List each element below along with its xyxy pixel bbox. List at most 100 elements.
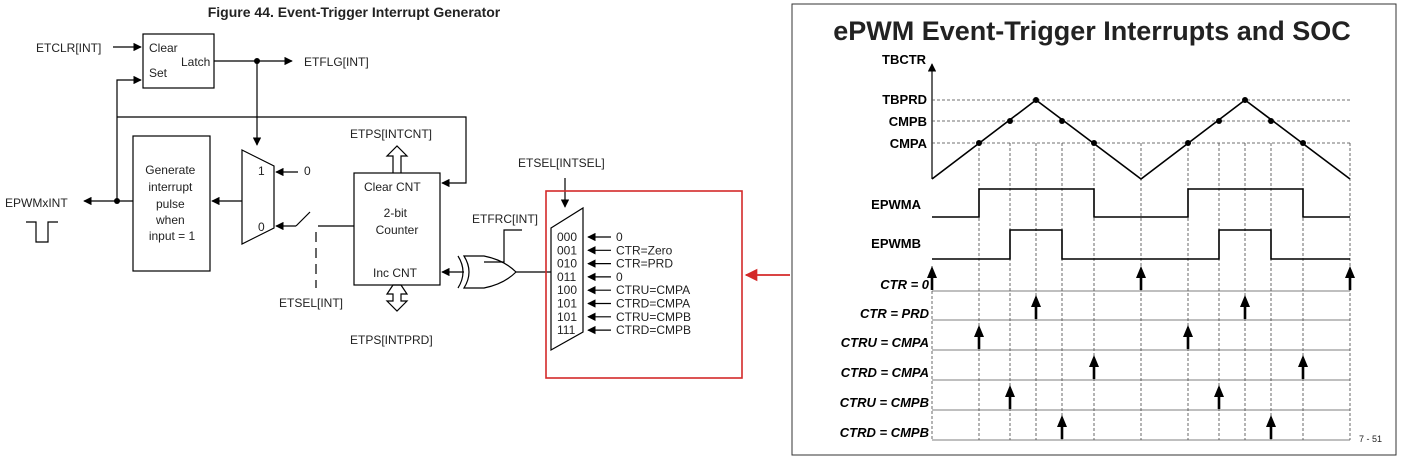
- tbctr-triangle-wave: [931, 98, 1351, 181]
- compare-dot: [1059, 118, 1065, 124]
- event-arrow-head: [927, 266, 937, 278]
- event-arrow-head: [1005, 385, 1015, 397]
- or-gate: [462, 255, 517, 289]
- event-arrow-head: [1298, 355, 1308, 367]
- etsel-intsel-label: ETSEL[INTSEL]: [518, 156, 605, 170]
- event-arrow-head: [1345, 266, 1355, 278]
- epwma-waveform: [932, 188, 1350, 218]
- compare-dot: [1091, 140, 1097, 146]
- mux-code-label: 001: [557, 243, 577, 257]
- event-arrow-head: [974, 325, 984, 337]
- generate-line-3: pulse: [156, 197, 185, 211]
- event-arrow-head: [1057, 415, 1067, 427]
- level-label-tbprd: TBPRD: [882, 92, 927, 107]
- mux1-zero-label: 0: [258, 220, 265, 234]
- event-label-ctr-prd: CTR = PRD: [860, 306, 930, 321]
- compare-dot: [976, 140, 982, 146]
- etps-intprd-label: ETPS[INTPRD]: [350, 333, 433, 347]
- compare-dot: [1007, 118, 1013, 124]
- event-arrow-head: [1136, 266, 1146, 278]
- mux-input-label: CTRU=CMPB: [616, 310, 691, 324]
- counter-block: [353, 172, 441, 286]
- mux-input-label: CTRD=CMPA: [616, 297, 690, 311]
- counter-line-2: Counter: [376, 223, 419, 237]
- tbctr-label: TBCTR: [882, 52, 927, 67]
- compare-dot: [1216, 118, 1222, 124]
- mux-input-label: 0: [616, 230, 623, 244]
- mux-code-label: 100: [557, 283, 577, 297]
- mux-code-label: 000: [557, 230, 577, 244]
- intcnt-hollow-arrow: [385, 145, 409, 173]
- slide-page-number: 7 - 51: [1359, 434, 1382, 444]
- etsel-int-label: ETSEL[INT]: [279, 296, 343, 310]
- event-rows: CTR = 0 CTR = PRD CTRU = CMPA CTRD = CMP…: [840, 277, 930, 440]
- signal-label-epwma: EPWMA: [871, 197, 921, 212]
- event-arrow-head: [1089, 355, 1099, 367]
- event-trigger-slide: ePWM Event-Trigger Interrupts and SOC TB…: [791, 3, 1397, 456]
- mux-input-label: CTR=PRD: [616, 257, 673, 271]
- compare-dot: [1242, 97, 1248, 103]
- etclr-label: ETCLR[INT]: [36, 41, 101, 55]
- counter-name: 2-bit Counter: [376, 206, 419, 237]
- event-arrow-head: [1240, 295, 1250, 307]
- level-label-cmpa: CMPA: [890, 136, 928, 151]
- mux-input-label: CTR=Zero: [616, 243, 673, 257]
- event-label-ctr-zero: CTR = 0: [880, 277, 930, 292]
- counter-inc-label: Inc CNT: [373, 266, 418, 280]
- feedback-to-set-line: [116, 75, 142, 201]
- mux-input-label: CTRU=CMPA: [616, 283, 690, 297]
- mux1-one-label: 1: [258, 164, 265, 178]
- counter-clear-label: Clear CNT: [364, 180, 421, 194]
- switch-blade: [295, 211, 311, 227]
- etfrc-to-or-line: [484, 229, 522, 263]
- generate-line-5: input = 1: [149, 229, 196, 243]
- intprd-hollow-arrow: [385, 284, 409, 312]
- event-arrow-head: [1214, 385, 1224, 397]
- generate-line-2: interrupt: [148, 180, 193, 194]
- epwmxint-label: EPWMxINT: [5, 196, 68, 210]
- pulse-symbol: [26, 221, 58, 243]
- highlight-frame: [545, 190, 743, 379]
- latch-name-label: Latch: [181, 55, 210, 69]
- latch-set-label: Set: [149, 66, 168, 80]
- mux-code-label: 011: [557, 270, 576, 284]
- level-label-cmpb: CMPB: [889, 114, 927, 129]
- compare-points: [976, 97, 1306, 146]
- generate-pulse-block: [132, 135, 211, 272]
- event-label-ctru-cmpa: CTRU = CMPA: [841, 335, 929, 350]
- compare-dot: [1185, 140, 1191, 146]
- compare-dot: [1300, 140, 1306, 146]
- etfrc-label: ETFRC[INT]: [472, 212, 538, 226]
- latch-block: [142, 33, 215, 89]
- etps-intcnt-label: ETPS[INTCNT]: [350, 127, 432, 141]
- mux-code-label: 010: [557, 257, 577, 271]
- event-arrow-head: [1183, 325, 1193, 337]
- mux-code-label: 101: [557, 297, 577, 311]
- slide-title: ePWM Event-Trigger Interrupts and SOC: [833, 16, 1351, 46]
- etflg-label: ETFLG[INT]: [304, 55, 369, 69]
- compare-dot: [1033, 97, 1039, 103]
- mux-code-label: 101: [557, 310, 577, 324]
- interrupt-generator-diagram: Figure 44. Event-Trigger Interrupt Gener…: [5, 4, 790, 379]
- generate-line-1: Generate: [145, 163, 195, 177]
- mux-input-label: 0: [616, 270, 623, 284]
- mux1-in0-label: 0: [304, 164, 311, 178]
- event-label-ctrd-cmpa: CTRD = CMPA: [841, 365, 929, 380]
- figure-title: Figure 44. Event-Trigger Interrupt Gener…: [208, 4, 501, 20]
- mux-input-label: CTRD=CMPB: [616, 323, 691, 337]
- select-mux: [241, 149, 275, 245]
- event-baselines: [932, 290, 1350, 441]
- counter-line-1: 2-bit: [384, 206, 408, 220]
- signal-label-epwmb: EPWMB: [871, 236, 921, 251]
- mux-code-label: 111: [557, 323, 576, 337]
- event-arrow-head: [1031, 295, 1041, 307]
- generate-line-4: when: [155, 213, 185, 227]
- event-label-ctru-cmpb: CTRU = CMPB: [840, 395, 929, 410]
- latch-clear-label: Clear: [149, 41, 178, 55]
- epwmb-waveform: [932, 229, 1350, 260]
- event-label-ctrd-cmpb: CTRD = CMPB: [840, 425, 929, 440]
- event-select-mux: [550, 206, 584, 352]
- event-arrow-head: [1266, 415, 1276, 427]
